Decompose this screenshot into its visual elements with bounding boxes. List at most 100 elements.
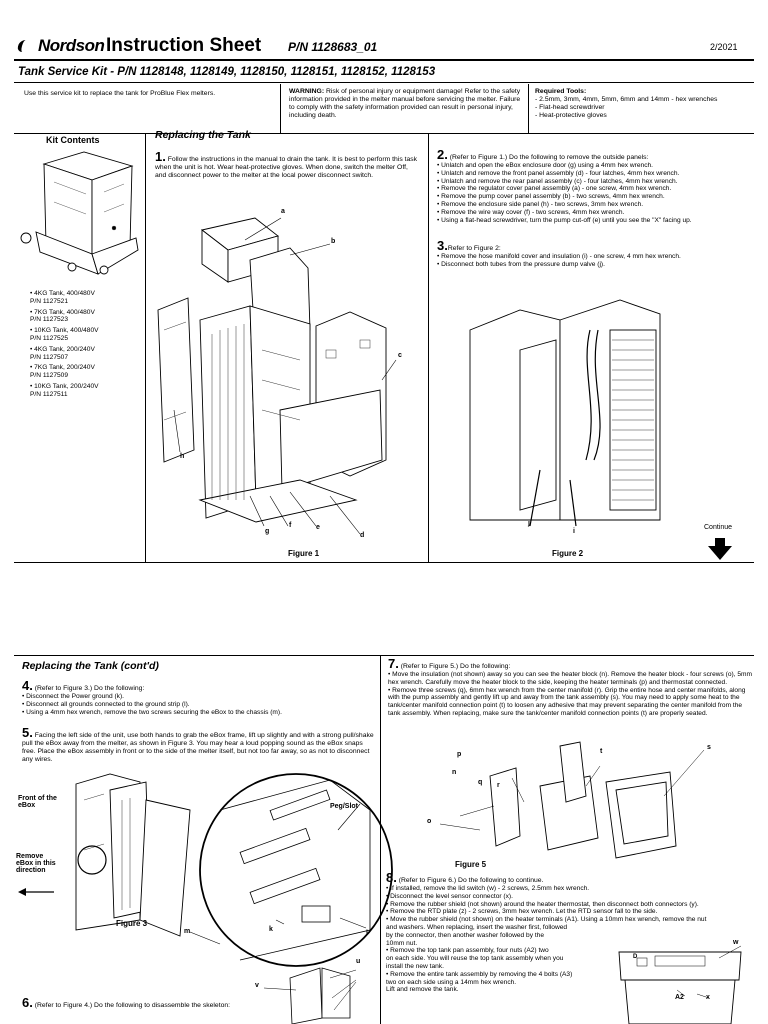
section-heading: Replacing the Tank <box>155 129 251 141</box>
step-4: 4. (Refer to Figure 3.) Do the following… <box>22 679 374 716</box>
step-6: 6. (Refer to Figure 4.) Do the following… <box>22 996 258 1010</box>
kit-item-name: • 4KG Tank, 200/240V <box>30 345 95 353</box>
subtitle-rule <box>14 82 754 83</box>
step-item: • Disconnect all grounds connected to th… <box>22 700 190 708</box>
step-item: Lift and remove the tank. <box>386 986 459 994</box>
step-intro: Refer to Figure 2: <box>447 245 501 252</box>
document-part-number: P/N 1128683_01 <box>288 40 378 54</box>
callout-label: n <box>452 769 457 776</box>
callout-label: e <box>316 524 320 531</box>
nordson-logo: Nordson <box>16 36 105 56</box>
step-item: • Disconnect the level sensor connector … <box>386 892 513 900</box>
figure-1-exploded-melter <box>157 217 397 535</box>
document-date: 2/2021 <box>710 42 738 52</box>
figure-3-caption: Figure 3 <box>116 919 148 928</box>
step-item: • Move the rubber shield (not shown) on … <box>386 916 707 924</box>
page-bottom-rule <box>14 562 754 563</box>
callout-label: f <box>289 522 292 529</box>
step-number: 1. <box>155 149 166 164</box>
callout-label: j <box>528 520 530 527</box>
kit-item-pn: P/N 1127511 <box>30 390 68 398</box>
tank-kit-illustration <box>20 151 139 275</box>
step-item: • If installed, remove the lid switch (w… <box>386 885 590 892</box>
step-item: • Remove the entire tank assembly by rem… <box>386 970 573 978</box>
arrow-left-icon <box>18 888 54 896</box>
callout-label: q <box>478 779 483 786</box>
kit-item-pn: P/N 1127521 <box>30 297 69 305</box>
callout-label: g <box>265 528 270 535</box>
column-divider <box>380 655 381 1024</box>
step-item: two on each side using a 14mm hex wrench… <box>386 978 517 986</box>
warning-label: WARNING: <box>289 88 325 95</box>
step-item: • Unlatch and remove the front panel ass… <box>437 169 680 177</box>
step-item: • Disconnect both tubes from the pressur… <box>437 260 605 268</box>
kit-divider <box>145 134 146 562</box>
step-text: (Refer to Figure 4.) Do the following to… <box>34 1002 231 1009</box>
arrow-down-icon <box>708 538 732 560</box>
step-item: • Disconnect the Power ground (k). <box>22 693 124 700</box>
callout-label: x <box>706 994 710 1001</box>
callout-label: u <box>356 958 361 965</box>
step-intro: (Refer to Figure 5.) Do the following: <box>400 663 511 670</box>
callout-label: h <box>180 453 185 460</box>
step-8: 8. (Refer to Figure 6.) Do the following… <box>386 871 756 994</box>
step-item: • Remove the pump cover panel assembly (… <box>437 193 665 201</box>
peg-slot-label: Peg/Slot <box>330 803 359 810</box>
step-number: 5. <box>22 725 33 740</box>
callout-label: m <box>184 928 191 935</box>
step-item: • Remove the rubber shield (not shown) a… <box>386 900 699 908</box>
step-number: 3. <box>437 238 448 253</box>
callout-label: r <box>497 782 500 789</box>
step-text: Facing the left side of the unit, use bo… <box>22 732 374 763</box>
callout-label: v <box>255 982 259 989</box>
step-2: 2. (Refer to Figure 1.) Do the following… <box>437 148 755 224</box>
step-intro: (Refer to Figure 3.) Do the following: <box>34 685 145 692</box>
page-title: Instruction Sheet <box>106 35 262 56</box>
figure-6-tank-top <box>618 945 742 1024</box>
step-5: 5. Facing the left side of the unit, use… <box>22 726 374 764</box>
kit-item-name: • 10KG Tank, 400/480V <box>30 327 99 335</box>
step-7: 7. (Refer to Figure 5.) Do the following… <box>388 657 756 718</box>
remove-direction-label: Remove eBox in this direction <box>16 853 56 874</box>
step-item: • Remove the enclosure side panel (h) - … <box>437 200 644 208</box>
intro-divider-1 <box>280 84 281 134</box>
step-item: by the connector, then another washer fo… <box>386 931 544 939</box>
step-item: on each side. You will reuse the top tan… <box>386 955 564 963</box>
callout-label: l <box>366 930 368 937</box>
step-item: • Remove three screws (q), 6mm hex wrenc… <box>388 686 746 717</box>
callout-label: o <box>427 818 432 825</box>
kit-item-pn: P/N 1127509 <box>30 372 69 380</box>
step-item: • Move the insulation (not shown) away s… <box>388 671 753 686</box>
step-number: 7. <box>388 656 399 671</box>
usage-note: Use this service kit to replace the tank… <box>24 90 216 97</box>
step-intro: (Refer to Figure 6.) Do the following to… <box>398 877 544 884</box>
callout-label: d <box>360 532 365 539</box>
kit-item-name: • 10KG Tank, 200/240V <box>30 382 99 390</box>
callout-label: c <box>398 352 402 359</box>
step-item: install the new tank. <box>386 962 444 970</box>
step-item: • Remove the RTD plate (z) - 2 screws, 3… <box>386 908 658 916</box>
callout-label: k <box>269 926 273 933</box>
step-item: • Remove the wire way cover (f) - two sc… <box>437 208 625 216</box>
step-number: 8. <box>386 870 397 885</box>
step-1: 1. Follow the instructions in the manual… <box>155 150 421 180</box>
warning-text: Risk of personal injury or equipment dam… <box>289 88 521 119</box>
tool-item: - Heat-protective gloves <box>535 112 607 119</box>
figure-2-caption: Figure 2 <box>552 549 584 558</box>
kit-item-pn: P/N 1127525 <box>30 334 69 342</box>
section-heading: Replacing the Tank (cont'd) <box>22 660 159 672</box>
step-intro: (Refer to Figure 1.) Do the following to… <box>449 154 649 161</box>
figure-1-caption: Figure 1 <box>288 549 320 558</box>
callout-label: b <box>331 238 336 245</box>
step-item: • Remove the hose manifold cover and ins… <box>437 253 681 260</box>
brand-name: Nordson <box>38 36 105 55</box>
kit-item-name: • 4KG Tank, 400/480V <box>30 290 95 297</box>
kit-item-name: • 7KG Tank, 200/240V <box>30 364 95 372</box>
document-subtitle: Tank Service Kit - P/N 1128148, 1128149,… <box>18 66 436 78</box>
